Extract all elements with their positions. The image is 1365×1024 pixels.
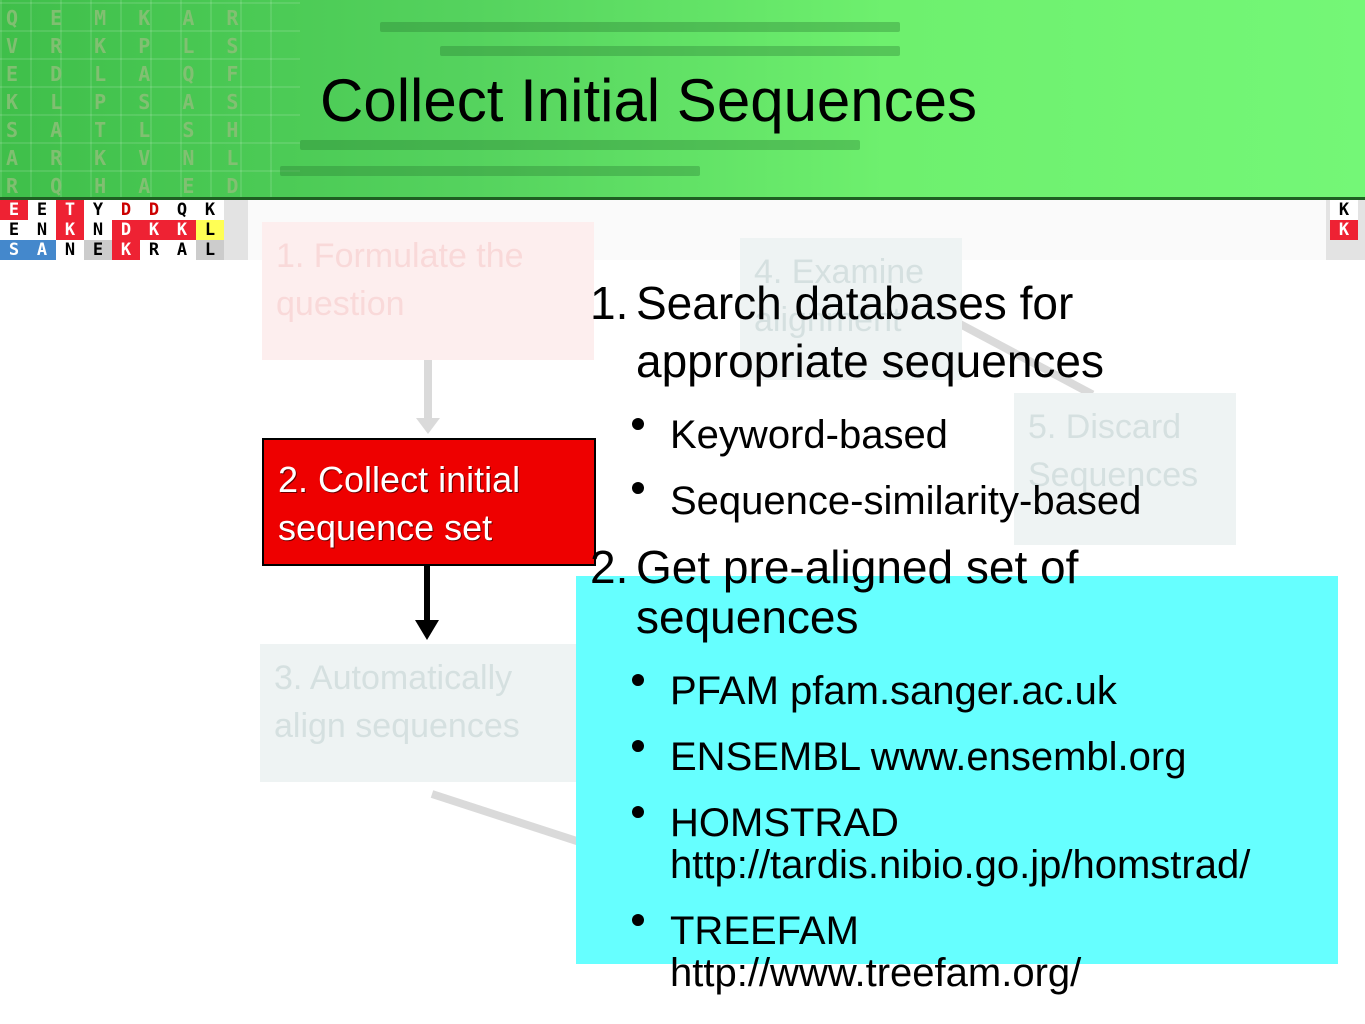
workflow-step-label: 3. Automatically align sequences <box>274 659 520 745</box>
list-item-text: Get pre-aligned set of sequences <box>636 541 1079 643</box>
active-arrow-line <box>424 566 430 624</box>
workflow-arrow-head <box>416 418 440 434</box>
workflow-step-align: 3. Automatically align sequences <box>260 644 580 782</box>
list-number: 2. <box>590 541 629 593</box>
slide-title: Collect Initial Sequences <box>320 67 978 134</box>
bullet-icon <box>632 418 644 430</box>
bullet-icon <box>632 674 644 686</box>
bullet-item: HOMSTRAD http://tardis.nibio.go.jp/homst… <box>670 801 1251 887</box>
active-arrow-head <box>415 620 439 640</box>
highlight-box <box>576 576 1338 964</box>
workflow-step-collect: 2. Collect initial sequence set <box>262 438 596 566</box>
bullet-icon <box>632 482 644 494</box>
bullet-item: Sequence-similarity-based <box>670 479 1142 523</box>
residue-row: K <box>1330 220 1358 240</box>
banner-background-pattern <box>0 0 300 200</box>
banner-stripe <box>280 166 700 176</box>
workflow-step-label: 2. Collect initial sequence set <box>278 459 521 548</box>
bullet-item: PFAM pfam.sanger.ac.uk <box>670 669 1117 713</box>
bullet-item: ENSEMBL www.ensembl.org <box>670 735 1187 779</box>
workflow-step-label: 4. Examine alignment <box>754 253 925 339</box>
list-item-text: Search databases for appropriate sequenc… <box>636 277 1104 387</box>
list-number: 1. <box>590 277 629 329</box>
banner-border <box>0 197 1365 200</box>
workflow-step-label: 5. Discard Sequences <box>1028 408 1199 494</box>
header-banner: Q E M K A R V R K P L S E D L A Q F K L … <box>0 0 1365 200</box>
bullet-item: Keyword-based <box>670 413 948 457</box>
workflow-step-examine: 4. Examine alignment <box>740 238 962 380</box>
workflow-step-discard: 5. Discard Sequences <box>1014 393 1236 545</box>
bullet-icon <box>632 914 644 926</box>
banner-stripe <box>440 46 900 56</box>
workflow-step-formulate: 1. Formulate the question <box>262 222 594 360</box>
workflow-arrow <box>424 360 432 422</box>
bullet-item: TREEFAM http://www.treefam.org/ <box>670 909 1082 995</box>
workflow-arrow <box>430 790 586 848</box>
banner-decoration: Q E M K A R V R K P L S E D L A Q F K L … <box>6 6 249 198</box>
banner-stripe <box>380 22 900 32</box>
bullet-icon <box>632 806 644 818</box>
banner-stripe <box>300 140 860 150</box>
bullet-icon <box>632 740 644 752</box>
workflow-step-label: 1. Formulate the question <box>276 237 524 323</box>
residue-row: K <box>1330 200 1358 220</box>
